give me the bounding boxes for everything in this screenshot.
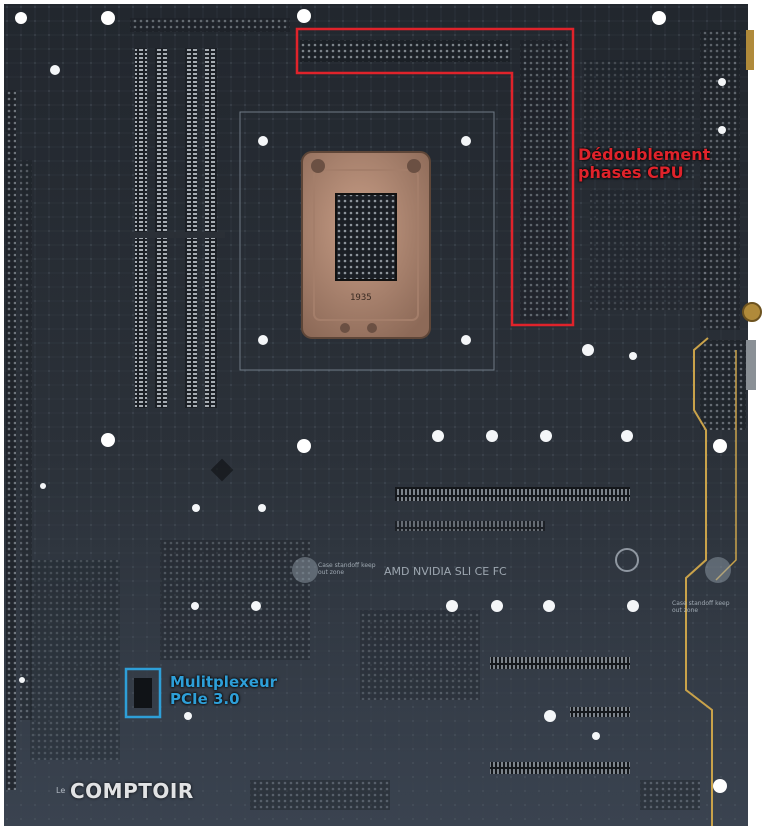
cpu-phase-label-line-2: phases CPU	[578, 163, 684, 183]
pcie-mux-label: Mulitplexeur PCIe 3.0	[170, 673, 278, 709]
watermark-logo: COMPTOIR	[70, 779, 194, 803]
watermark-prefix: Le	[56, 786, 66, 795]
mounting-holes	[15, 9, 727, 793]
standoff-keepout-circles	[292, 548, 731, 583]
pcie-mux-label-line-1: Mulitplexeur	[170, 673, 278, 691]
pcie-mux-chip	[134, 678, 152, 708]
left-edge-pads-2	[20, 160, 32, 720]
cpu-keepout-outline	[239, 111, 495, 371]
vrm-components	[300, 40, 710, 320]
left-edge-pads	[6, 90, 16, 790]
cpu-phase-outline	[295, 27, 575, 327]
pcie-mux-label-line-2: PCIe 3.0	[170, 690, 240, 709]
lower-components	[30, 458, 700, 810]
cpu-socket-backplate	[301, 151, 431, 339]
cpu-phase-label-line-1: Dédoublement	[578, 145, 711, 164]
rear-io-pads	[700, 30, 762, 430]
pcie-slots	[395, 487, 630, 774]
standoff-note-left: Case standoff keep out zone	[318, 562, 376, 576]
through-holes	[19, 65, 726, 740]
standoff-note-right: Case standoff keep out zone	[672, 600, 730, 614]
pcie-mux-outline	[124, 667, 162, 719]
gold-trace	[685, 337, 713, 826]
cpu-phase-label: Dédoublement phases CPU	[578, 145, 711, 183]
dimm-slots	[130, 48, 225, 408]
gold-trace-2	[715, 350, 737, 581]
top-edge-pads	[130, 18, 290, 32]
cert-logos: AMD NVIDIA SLI CE FC	[384, 565, 507, 578]
socket-marking: 1935	[350, 293, 372, 303]
